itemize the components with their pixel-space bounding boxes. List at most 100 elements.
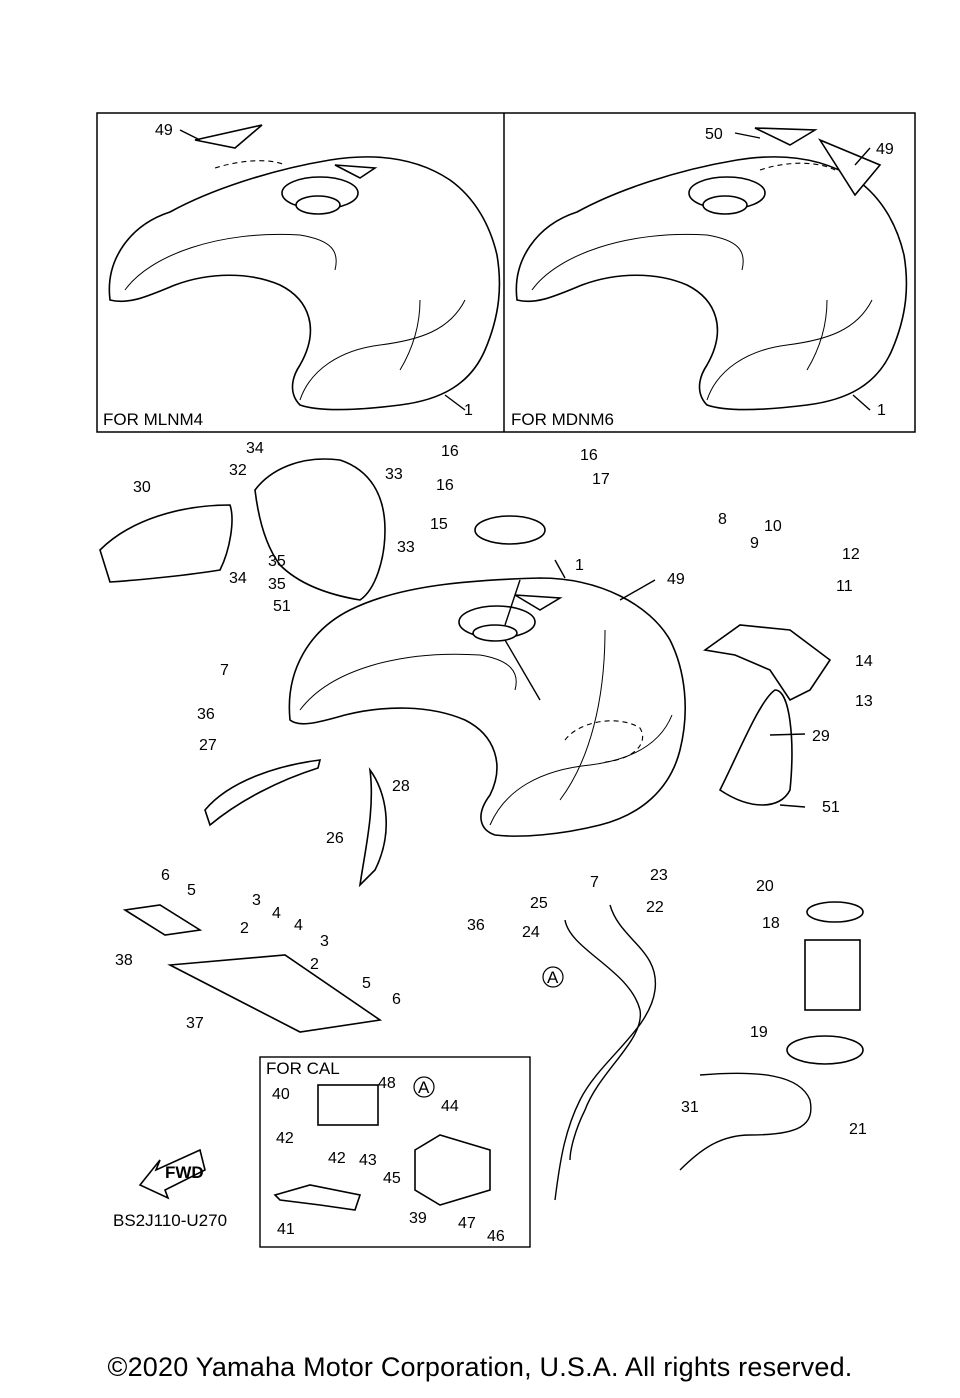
copyright-notice: ©2020 Yamaha Motor Corporation, U.S.A. A… (107, 1352, 853, 1382)
plate-19-drawing (786, 1035, 864, 1065)
callout-14: 14 (855, 653, 873, 670)
callout-15: 15 (430, 516, 448, 533)
callout-5-left: 5 (187, 882, 196, 899)
ref-circle-a (542, 966, 564, 988)
callout-3-left: 3 (252, 892, 261, 909)
callout-5-right: 5 (362, 975, 371, 992)
ref-circle-a-cal (413, 1076, 435, 1098)
callout-23: 23 (650, 867, 668, 884)
cal-box-frame (259, 1056, 531, 1248)
callout-42-b: 42 (328, 1150, 346, 1167)
callout-35-b: 35 (268, 576, 286, 593)
callout-16-b: 16 (436, 477, 454, 494)
callout-1-right: 1 (877, 402, 886, 419)
callout-2-right: 2 (310, 956, 319, 973)
bracket-26-drawing (358, 767, 387, 888)
callout-19: 19 (750, 1024, 768, 1041)
callout-43: 43 (359, 1152, 377, 1169)
callout-30: 30 (133, 479, 151, 496)
callout-21: 21 (849, 1121, 867, 1138)
callout-3-right: 3 (320, 933, 329, 950)
callout-29: 29 (812, 728, 830, 745)
fuel-cap-15-drawing (474, 515, 546, 545)
bracket-27-drawing (204, 759, 322, 827)
callout-1-left: 1 (464, 402, 473, 419)
callout-47: 47 (458, 1215, 476, 1232)
panel-label-right: FOR MDNM6 (511, 410, 614, 429)
pad-37-drawing (167, 954, 383, 1033)
canister-39-drawing (414, 1134, 491, 1206)
fuel-tank-main-drawing (288, 577, 686, 837)
callout-28: 28 (392, 778, 410, 795)
callout-42-a: 42 (276, 1130, 294, 1147)
callout-49-left: 49 (155, 122, 173, 139)
callout-9: 9 (750, 535, 759, 552)
bracket-41-drawing (273, 1184, 362, 1211)
callout-24: 24 (522, 924, 540, 941)
panel-label-left: FOR MLNM4 (103, 410, 203, 429)
hose-24-drawing (564, 919, 641, 1161)
wire-31-drawing (679, 1072, 812, 1171)
gasket-20-drawing (806, 901, 864, 923)
canister-40-drawing (317, 1084, 379, 1126)
callout-48: 48 (378, 1075, 396, 1092)
callout-34-b: 34 (229, 570, 247, 587)
hose-22-drawing (554, 904, 657, 1201)
pad-38-drawing (122, 904, 203, 936)
leader-lines (179, 129, 871, 808)
callout-44: 44 (441, 1098, 459, 1115)
callout-41: 41 (277, 1221, 295, 1238)
callout-6-right: 6 (392, 991, 401, 1008)
callout-46: 46 (487, 1228, 505, 1245)
fuel-tank-mlnm4-drawing (108, 156, 501, 411)
callout-51-right: 51 (822, 799, 840, 816)
callout-45: 45 (383, 1170, 401, 1187)
ref-a-cal-label: A (418, 1078, 430, 1097)
callout-16-a: 16 (441, 443, 459, 460)
callout-51-left: 51 (273, 598, 291, 615)
callout-1-main: 1 (575, 557, 584, 574)
callout-25: 25 (530, 895, 548, 912)
callout-32: 32 (229, 462, 247, 479)
fwd-label: FWD (165, 1163, 204, 1182)
callout-7-right: 7 (590, 874, 599, 891)
callout-40: 40 (272, 1086, 290, 1103)
callout-6-left: 6 (161, 867, 170, 884)
fwd-arrow-icon (138, 1148, 206, 1200)
callout-12: 12 (842, 546, 860, 563)
side-cover-30-drawing (99, 504, 233, 583)
callout-50: 50 (705, 126, 723, 143)
callout-18: 18 (762, 915, 780, 932)
callout-33-a: 33 (385, 466, 403, 483)
callout-numbers: 1 1 1 2 2 3 3 4 4 5 5 6 6 7 7 8 9 10 11 … (115, 122, 894, 1245)
callout-38: 38 (115, 952, 133, 969)
callout-49-right: 49 (876, 141, 894, 158)
callout-4-left: 4 (272, 905, 281, 922)
bracket-13-drawing (702, 624, 832, 702)
fuel-pump-18-drawing (804, 939, 861, 1011)
callout-22: 22 (646, 899, 664, 916)
callout-36-right: 36 (467, 917, 485, 934)
callout-20: 20 (756, 878, 774, 895)
cover-32-drawing (254, 458, 386, 601)
callout-31: 31 (681, 1099, 699, 1116)
callout-35-a: 35 (268, 553, 286, 570)
decal-49-left-panel (194, 124, 263, 149)
callout-36-left: 36 (197, 706, 215, 723)
inset-panel-frame (96, 112, 916, 433)
callout-2-left: 2 (240, 920, 249, 937)
figure-code: BS2J110-U270 (113, 1211, 227, 1230)
callout-11: 11 (836, 578, 853, 595)
callout-17: 17 (592, 471, 610, 488)
callout-10: 10 (764, 518, 782, 535)
callout-26: 26 (326, 830, 344, 847)
side-cover-29-drawing (718, 689, 793, 806)
callout-4-right: 4 (294, 917, 303, 934)
callout-39: 39 (409, 1210, 427, 1227)
callout-37: 37 (186, 1015, 204, 1032)
callout-13: 13 (855, 693, 873, 710)
cal-box-label: FOR CAL (266, 1059, 340, 1078)
callout-34-a: 34 (246, 440, 264, 457)
fuel-tank-mdnm6-drawing (515, 127, 908, 411)
